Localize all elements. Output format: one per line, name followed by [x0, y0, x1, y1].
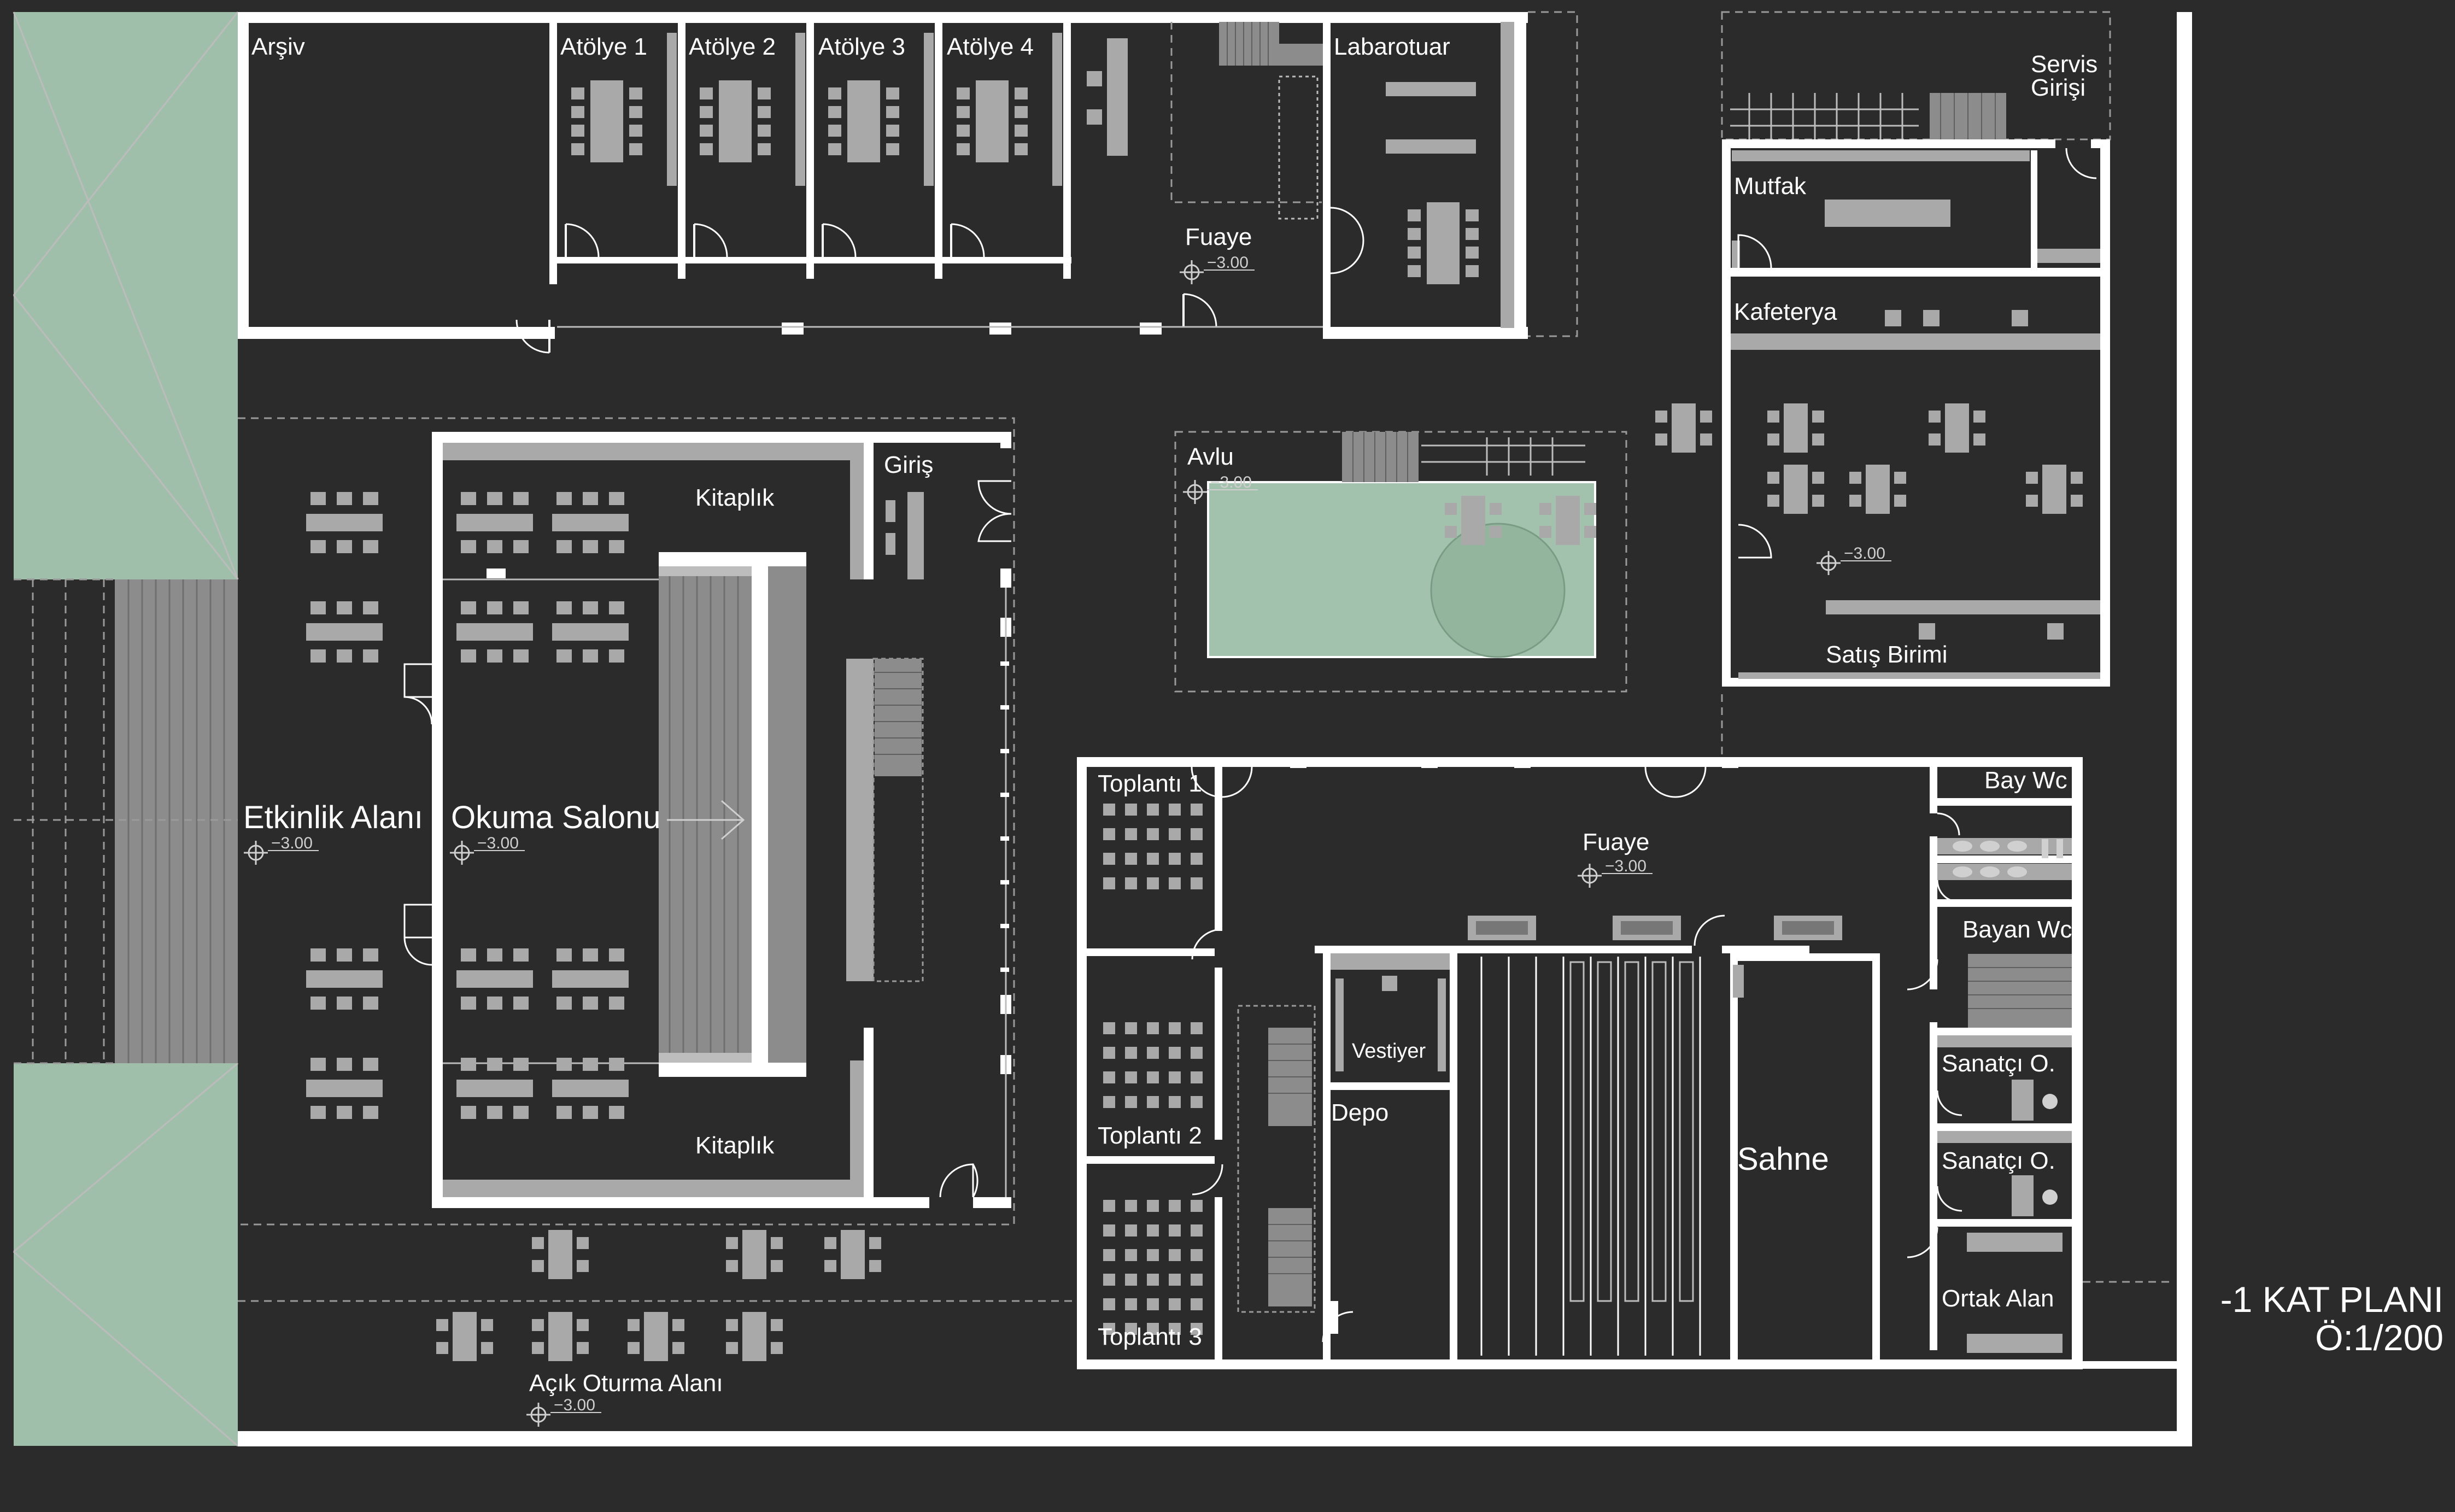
label-bayan-wc: Bayan Wc: [1962, 916, 2072, 943]
level-markers: −3.00 −3.00 −3.00 −3.00 −3.00 −3.00 −3.0…: [243, 254, 1892, 1428]
label-fuaye-top: Fuaye: [1185, 224, 1252, 250]
label-servis-girisi-2: Girişi: [2031, 74, 2085, 101]
label-mutfak: Mutfak: [1734, 173, 1807, 200]
label-arsiv: Arşiv: [251, 33, 305, 60]
label-sanatci-1: Sanatçı O.: [1942, 1050, 2055, 1077]
label-labarotuar: Labarotuar: [1334, 33, 1450, 60]
label-satis-birimi: Satış Birimi: [1826, 641, 1947, 668]
level-fuaye-mid: −3.00: [1605, 857, 1647, 875]
label-atolye-3: Atölye 3: [818, 33, 905, 60]
label-kitaplik-bottom: Kitaplık: [695, 1132, 775, 1159]
service-block: [1655, 11, 2111, 687]
auditorium-block: [1077, 694, 2170, 1369]
green-landscape: [13, 11, 239, 1447]
level-etkinlik: −3.00: [271, 834, 313, 852]
label-fuaye-mid: Fuaye: [1583, 829, 1649, 855]
label-etkinlik-alani: Etkinlik Alanı: [243, 800, 423, 835]
courtyard: [1174, 431, 1627, 693]
level-okuma: −3.00: [477, 834, 519, 852]
level-fuaye-top: −3.00: [1207, 254, 1249, 272]
label-servis-girisi-1: Servis: [2031, 51, 2097, 78]
level-acik-oturma: −3.00: [554, 1396, 595, 1414]
plan-title-scale: Ö:1/200: [2315, 1317, 2444, 1358]
label-toplanti-2: Toplantı 2: [1098, 1122, 1202, 1149]
label-toplanti-1: Toplantı 1: [1098, 770, 1202, 797]
site-boundary: [238, 12, 2192, 1446]
reading-hall: [238, 417, 1015, 1226]
label-depo: Depo: [1331, 1099, 1388, 1126]
label-kafeterya: Kafeterya: [1734, 298, 1837, 325]
label-sanatci-2: Sanatçı O.: [1942, 1147, 2055, 1174]
top-block: [238, 11, 1578, 354]
label-giris: Giriş: [884, 452, 933, 478]
label-sahne: Sahne: [1737, 1141, 1829, 1177]
label-atolye-2: Atölye 2: [689, 33, 776, 60]
label-vestiyer: Vestiyer: [1352, 1040, 1426, 1063]
label-ortak-alan: Ortak Alan: [1942, 1285, 2054, 1312]
label-atolye-4: Atölye 4: [947, 33, 1034, 60]
plan-title: -1 KAT PLANI Ö:1/200: [2220, 1279, 2444, 1358]
label-kitaplik-top: Kitaplık: [695, 484, 775, 511]
label-acik-oturma: Açık Oturma Alanı: [529, 1370, 723, 1397]
label-avlu: Avlu: [1187, 443, 1234, 470]
meeting-tables: [1103, 804, 1203, 1335]
level-avlu: −3.00: [1210, 473, 1252, 491]
room-labels: Arşiv Atölye 1 Atölye 2 Atölye 3 Atölye …: [243, 33, 2097, 1397]
label-toplanti-3: Toplantı 3: [1098, 1323, 1202, 1350]
plan-title-name: -1 KAT PLANI: [2220, 1279, 2444, 1320]
label-atolye-1: Atölye 1: [560, 33, 647, 60]
label-okuma-salonu: Okuma Salonu: [451, 800, 661, 835]
level-kafeterya: −3.00: [1844, 544, 1885, 562]
label-bay-wc: Bay Wc: [1984, 767, 2067, 794]
outdoor-seating: [238, 1230, 1077, 1361]
